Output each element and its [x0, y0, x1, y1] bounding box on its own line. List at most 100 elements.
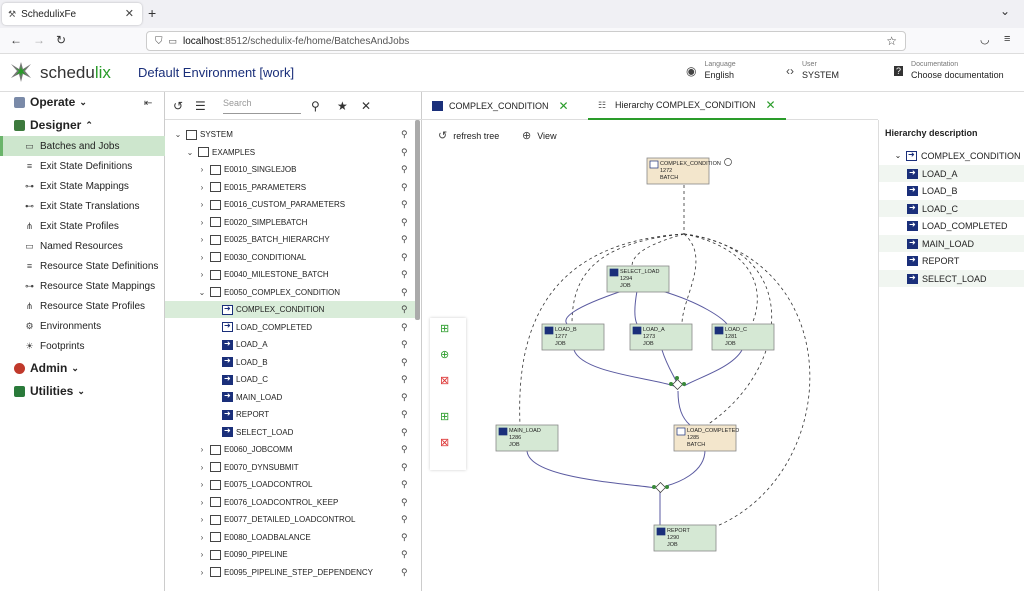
tree-row[interactable]: ›E0095_PIPELINE_STEP_DEPENDENCY: [165, 564, 415, 581]
hierarchy-child-row[interactable]: MAIN_LOAD: [879, 235, 1024, 252]
refresh-tree-button[interactable]: ↺ refresh tree: [438, 129, 499, 142]
pocket-icon[interactable]: ◡: [980, 34, 990, 46]
hierarchy-child-row[interactable]: SELECT_LOAD: [879, 270, 1024, 287]
chevron-right-icon[interactable]: ›: [200, 165, 204, 174]
tree-row[interactable]: ›E0025_BATCH_HIERARCHY: [165, 231, 415, 248]
pin-icon[interactable]: ⚲: [401, 181, 408, 192]
pin-icon[interactable]: ⚲: [401, 409, 408, 419]
pin-icon[interactable]: ⚲: [401, 479, 408, 489]
nav-item-environments[interactable]: ⚙ Environments: [0, 316, 165, 336]
tree-row[interactable]: ›E0040_MILESTONE_BATCH: [165, 266, 415, 283]
tree-row[interactable]: ⌄E0050_COMPLEX_CONDITION: [165, 284, 415, 301]
nav-section-operate[interactable]: Operate ⌄: [0, 92, 165, 112]
hierarchy-child-row[interactable]: LOAD_B: [879, 183, 1024, 200]
close-icon[interactable]: ✕: [558, 99, 569, 113]
tree-row[interactable]: ›E0016_CUSTOM_PARAMETERS: [165, 196, 415, 213]
pin-icon[interactable]: ⚲: [401, 496, 408, 507]
chevron-down-icon[interactable]: ⌄: [186, 147, 194, 157]
url-bar[interactable]: ⛉ ▭ localhost:8512/schedulix-fe/home/Bat…: [146, 31, 906, 51]
tree-row[interactable]: ›E0077_DETAILED_LOADCONTROL: [165, 511, 415, 528]
tree-row[interactable]: ›E0010_SINGLEJOB: [165, 161, 415, 178]
documentation-selector[interactable]: ? Documentation Choose documentation: [894, 61, 1004, 80]
back-arrow-icon[interactable]: ←: [10, 33, 22, 47]
chevron-right-icon[interactable]: ›: [200, 445, 204, 454]
nav-item-resource-state-definitions[interactable]: ≡ Resource State Definitions: [0, 256, 165, 276]
shield-icon[interactable]: ⛉: [155, 35, 163, 47]
menu-hamburger-icon[interactable]: ≡: [1004, 33, 1011, 45]
view-button[interactable]: ⊕ View: [522, 129, 557, 142]
pin-icon[interactable]: ⚲: [401, 199, 408, 209]
pin-icon[interactable]: ⚲: [401, 164, 408, 174]
tree-row[interactable]: SELECT_LOAD: [165, 424, 415, 441]
tab-list-chevron-icon[interactable]: ⌄: [999, 4, 1010, 18]
nav-section-designer[interactable]: Designer ⌃: [0, 115, 165, 135]
nav-section-admin[interactable]: Admin ⌄: [0, 358, 165, 378]
tree-row[interactable]: ›E0070_DYNSUBMIT: [165, 459, 415, 476]
nav-item-batches-and-jobs[interactable]: ▭ Batches and Jobs: [0, 136, 165, 156]
clear-icon[interactable]: ✕: [361, 99, 372, 113]
pin-icon[interactable]: ⚲: [401, 269, 408, 279]
user-selector[interactable]: ‹› User SYSTEM: [786, 61, 839, 80]
forward-arrow-icon[interactable]: →: [33, 33, 45, 47]
pin-icon[interactable]: ⚲: [401, 321, 408, 332]
pin-icon[interactable]: ⚲: [401, 286, 408, 297]
tree-row[interactable]: LOAD_B: [165, 354, 415, 371]
remove-child-icon[interactable]: ⊠: [440, 437, 450, 449]
pin-icon[interactable]: ⚲: [401, 531, 408, 542]
tree-row[interactable]: LOAD_COMPLETED: [165, 319, 415, 336]
chevron-right-icon[interactable]: ›: [200, 200, 204, 209]
nav-item-resource-state-profiles[interactable]: ⋔ Resource State Profiles: [0, 296, 165, 316]
chevron-right-icon[interactable]: ›: [200, 567, 204, 577]
hierarchy-root-row[interactable]: ⌄ COMPLEX_CONDITION: [879, 147, 1024, 164]
nav-item-exit-state-profiles[interactable]: ⋔ Exit State Profiles: [0, 216, 165, 236]
chevron-right-icon[interactable]: ›: [200, 497, 204, 507]
pin-icon[interactable]: ⚲: [401, 461, 408, 472]
add-dependency-icon[interactable]: ⊕: [440, 349, 450, 361]
pin-icon[interactable]: ⚲: [401, 234, 408, 244]
bookmark-star-icon[interactable]: ☆: [886, 34, 897, 48]
pin-icon[interactable]: ⚲: [401, 549, 408, 559]
tree-search-input[interactable]: Search: [223, 98, 301, 114]
pin-icon[interactable]: ⚲: [401, 426, 408, 437]
tree-row[interactable]: MAIN_LOAD: [165, 389, 415, 406]
pin-icon[interactable]: ⚲: [401, 566, 408, 577]
collapse-sidebar-icon[interactable]: ⇤: [144, 98, 153, 109]
refresh-icon[interactable]: ↺: [173, 99, 184, 113]
tree-row[interactable]: LOAD_C: [165, 371, 415, 388]
browser-tab[interactable]: ⚒ SchedulixFe ✕: [2, 3, 142, 25]
pin-icon[interactable]: ⚲: [401, 304, 408, 314]
reload-icon[interactable]: ↻: [56, 33, 67, 47]
pin-icon[interactable]: ⚲: [401, 129, 408, 139]
tab-complex-condition[interactable]: COMPLEX_CONDITION ✕: [432, 92, 569, 120]
language-selector[interactable]: ◉ Language English: [686, 61, 736, 80]
hierarchy-child-row[interactable]: LOAD_COMPLETED: [879, 218, 1024, 235]
nav-item-exit-state-definitions[interactable]: ≡ Exit State Definitions: [0, 156, 165, 176]
pin-icon[interactable]: ⚲: [401, 374, 408, 384]
close-icon[interactable]: ✕: [765, 98, 776, 112]
tree-row[interactable]: LOAD_A: [165, 336, 415, 353]
add-child-icon[interactable]: ⊞: [440, 323, 450, 335]
chevron-right-icon[interactable]: ›: [200, 182, 204, 192]
chevron-right-icon[interactable]: ›: [200, 515, 204, 524]
chevron-down-icon[interactable]: ⌄: [174, 130, 182, 139]
close-tab-icon[interactable]: ✕: [124, 8, 134, 20]
chevron-down-icon[interactable]: ⌄: [198, 287, 206, 297]
nav-item-exit-state-mappings[interactable]: ⊶ Exit State Mappings: [0, 176, 165, 196]
tree-scrollbar[interactable]: [415, 120, 420, 320]
tree-row[interactable]: ⌄EXAMPLES: [165, 144, 415, 161]
tree-row[interactable]: ›E0076_LOADCONTROL_KEEP: [165, 494, 415, 511]
tree-row[interactable]: ›E0075_LOADCONTROL: [165, 476, 415, 493]
pin-icon[interactable]: ⚲: [401, 514, 408, 524]
new-tab-icon[interactable]: +: [148, 5, 157, 21]
page-info-icon[interactable]: ▭: [168, 35, 178, 46]
tab-hierarchy-complex-condition[interactable]: ☷ Hierarchy COMPLEX_CONDITION ✕: [588, 92, 786, 120]
tree-row[interactable]: COMPLEX_CONDITION: [165, 301, 415, 318]
tree-row[interactable]: ⌄SYSTEM: [165, 126, 415, 143]
